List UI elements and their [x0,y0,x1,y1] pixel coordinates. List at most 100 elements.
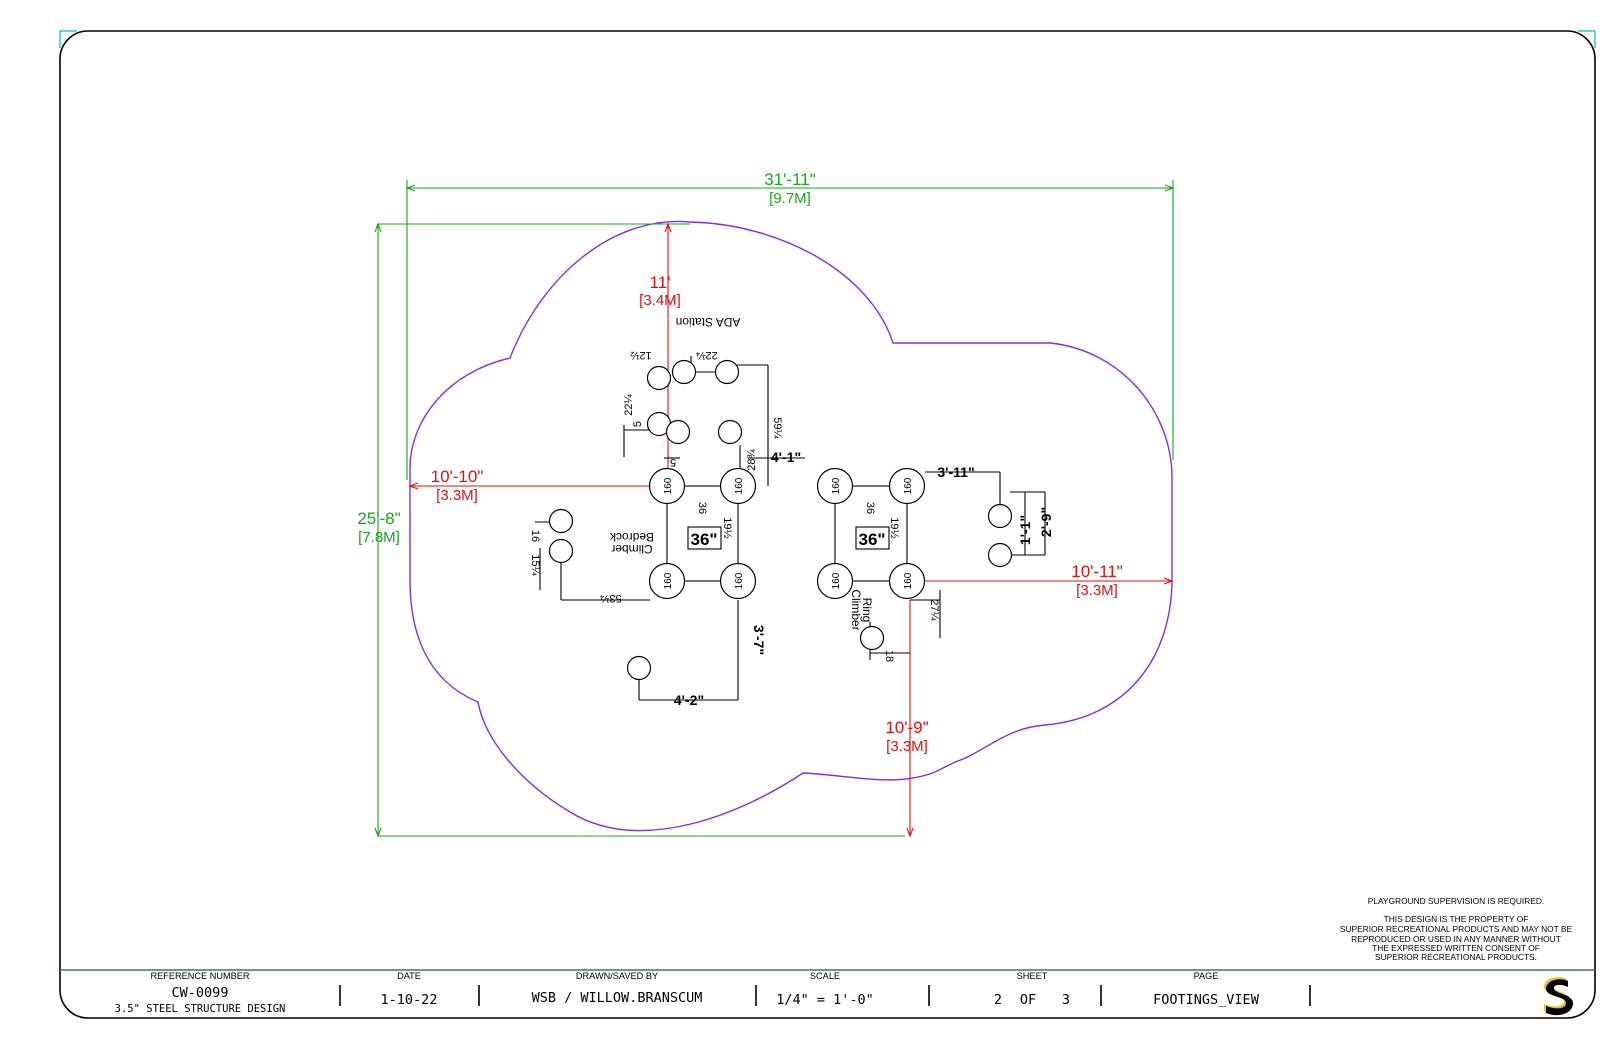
bottom-zone-metric: [3.3M] [886,738,928,755]
property-note-line: SUPERIOR RECREATIONAL PRODUCTS. [1375,952,1537,962]
dim-16: 16 [529,530,541,542]
small-footing [665,419,691,445]
footing-160: 160 [816,467,854,505]
dim-28: 28¾ [746,448,758,470]
footing-depth-left: 36" [691,530,718,549]
dim-4-1: 4'-1" [771,449,801,465]
small-footing [626,655,652,681]
ring-climber-label-1: Ring [860,598,874,623]
surfacing-outline [409,220,1173,832]
dim-1-1: 1'-1" [1017,515,1033,545]
dim-18: 18 [883,650,895,662]
title-block-values: CW-0099 3.5" STEEL STRUCTURE DESIGN 1-10… [115,985,1260,1015]
overall-width-imperial: 31'-11" [764,170,816,189]
scale-label: SCALE [810,971,840,981]
dim-12: 12½ [630,349,651,361]
small-footing [859,625,885,651]
property-note-line: REPRODUCED OR USED IN ANY MANNER WITHOUT [1351,934,1561,944]
reference-description: 3.5" STEEL STRUCTURE DESIGN [115,1003,286,1015]
dim-3-7: 3'-7" [751,625,767,655]
property-note-line: THIS DESIGN IS THE PROPERTY OF [1384,914,1529,924]
ring-climber-label-2: Climber [849,589,863,630]
date-value: 1-10-22 [381,992,438,1008]
sheet-current: 2 [994,992,1002,1008]
left-zone-metric: [3.3M] [436,487,478,504]
dim-2-9: 2'-9" [1038,507,1054,537]
svg-text:160: 160 [734,477,745,494]
overall-depth-imperial: 25'-8" [357,509,400,528]
footing-160: 160 [719,467,757,505]
sheet-label: SHEET [1017,971,1048,981]
dim-53: 53¼ [599,592,621,604]
property-note-line: SUPERIOR RECREATIONAL PRODUCTS AND MAY N… [1340,924,1573,934]
page-label: PAGE [1194,971,1219,981]
small-footing [714,359,740,385]
right-deck-frame [834,471,1046,660]
drawn-label: DRAWN/SAVED BY [576,971,658,981]
svg-text:160: 160 [831,572,842,589]
ada-station-label: ADA Station [676,315,741,329]
footing-depth-box-right [855,526,890,550]
dim-19b: 19½ [888,517,900,538]
bedrock-climber-label-2: Climber [611,542,652,556]
footing-160: 160 [888,467,926,505]
footing-160: 160 [719,562,757,600]
dim-5b: 5 [670,456,676,468]
inner-dimension-labels-bold: 4'-1" 3'-7" 4'-2" 3'-11" 1'-1" 2'-9" [674,449,1054,708]
small-footing [671,359,697,385]
bedrock-climber-label-1: Bedrock [609,530,654,544]
footing-depth-right: 36" [859,530,886,549]
component-footings [548,359,1013,681]
corner-accent-tl [59,30,77,48]
footing-160: 160 [648,467,686,505]
drawn-value: WSB / WILLOW.BRANSCUM [532,990,703,1006]
title-block-labels: REFERENCE NUMBER DATE DRAWN/SAVED BY SCA… [150,971,1218,981]
dim-22-1: 22¼ [695,349,717,361]
footings-160: 160 160 160 160 160 160 160 160 [648,467,926,600]
sheet-border [59,30,1596,1019]
reference-number-value: CW-0099 [172,985,229,1001]
property-note-line: THE EXPRESSED WRITTEN CONSENT OF [1372,943,1540,953]
small-footing [548,508,574,534]
superior-s-logo-icon [1544,977,1573,1016]
top-zone-metric: [3.4M] [639,292,681,309]
dim-4-2: 4'-2" [674,692,704,708]
overall-depth-metric: [7.8M] [358,529,400,546]
dim-19a: 19½ [721,517,733,538]
overall-dimensions [374,180,1175,838]
dim-59: 59¼ [771,417,783,439]
footing-160: 160 [816,562,854,600]
bottom-zone-imperial: 10'-9" [885,718,928,737]
footing-depth-box-left [687,526,722,550]
svg-text:160: 160 [663,477,674,494]
footing-160: 160 [648,562,686,600]
dim-27: 27¼ [928,599,940,621]
dim-36a: 36 [696,502,708,514]
dim-22-2: 22¼ [623,393,635,415]
sheet-of: OF [1020,992,1036,1008]
title-block-dividers [339,985,1311,1006]
date-label: DATE [397,971,421,981]
dim-5a: 5 [632,421,644,427]
corner-accent-tr [1578,30,1596,48]
page-value: FOOTINGS_VIEW [1153,992,1260,1008]
dim-15: 15¼ [529,554,541,576]
svg-text:160: 160 [903,572,914,589]
left-zone-imperial: 10'-10" [431,467,484,486]
reference-number-label: REFERENCE NUMBER [150,971,249,981]
small-footing [987,503,1013,529]
supervision-note: PLAYGROUND SUPERVISION IS REQUIRED. [1368,896,1545,906]
top-zone-imperial: 11' [650,273,671,292]
dim-36b: 36 [864,502,876,514]
sheet-total: 3 [1062,992,1070,1008]
svg-text:160: 160 [663,572,674,589]
svg-text:160: 160 [903,477,914,494]
small-footing [987,542,1013,568]
right-zone-metric: [3.3M] [1076,582,1118,599]
overall-width-metric: [9.7M] [769,190,811,207]
scale-value: 1/4" = 1'-0" [776,992,874,1008]
use-zone-dimensions [408,222,1174,838]
small-footing [548,538,574,564]
right-zone-imperial: 10'-11" [1071,562,1123,581]
